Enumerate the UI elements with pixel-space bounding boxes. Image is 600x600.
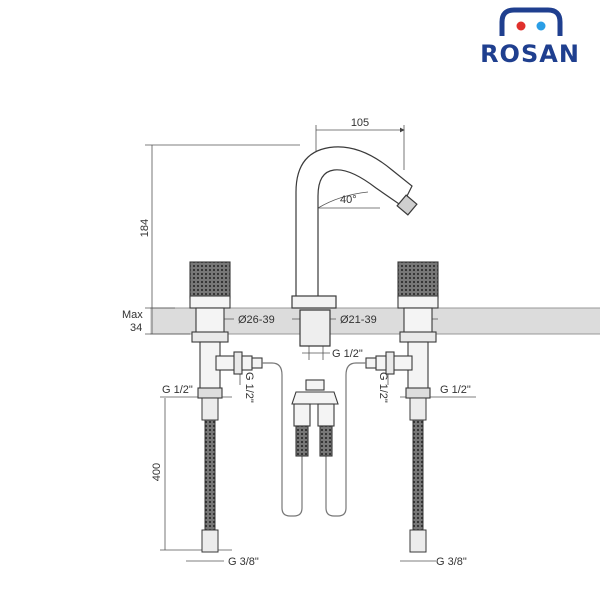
rosan-logo: ROSAN (480, 7, 580, 68)
right-valve-handle (365, 261, 439, 399)
dim-spout-angle: 40° (340, 194, 357, 206)
dim-left-valve-thread: G 1/2" (243, 372, 255, 403)
dim-hole-center: Ø21-39 (340, 314, 377, 326)
logo-red-dot-icon (516, 21, 526, 31)
dim-right-inlet: G 1/2" (440, 384, 471, 396)
center-mixer-block (291, 379, 339, 457)
logo-arch-icon (499, 7, 563, 36)
left-supply-hose (201, 397, 219, 553)
dim-hose-length: 400 (151, 463, 163, 481)
dim-left-hose-end: G 3/8" (228, 556, 259, 568)
dim-spout-reach: 105 (351, 117, 369, 129)
deck-band (150, 308, 600, 334)
left-valve-handle (189, 261, 263, 399)
dim-height: 184 (139, 219, 151, 237)
dim-deck-max-label: Max (122, 309, 143, 321)
dim-hole-side: Ø26-39 (238, 314, 275, 326)
right-supply-hose (409, 397, 427, 553)
right-knurled-knob (397, 261, 439, 299)
dim-deck-max-value: 34 (130, 322, 142, 334)
logo-blue-dot-icon (536, 21, 546, 31)
brand-name: ROSAN (480, 40, 580, 68)
dim-right-hose-end: G 3/8" (436, 556, 467, 568)
dim-center-connection: G 1/2" (332, 348, 363, 360)
dim-left-inlet: G 1/2" (162, 384, 193, 396)
dimension-lines (145, 125, 476, 562)
dim-right-valve-thread: G 1/2" (377, 372, 389, 403)
spout (291, 146, 418, 347)
connector-hoses (262, 362, 366, 517)
left-knurled-knob (189, 261, 231, 299)
